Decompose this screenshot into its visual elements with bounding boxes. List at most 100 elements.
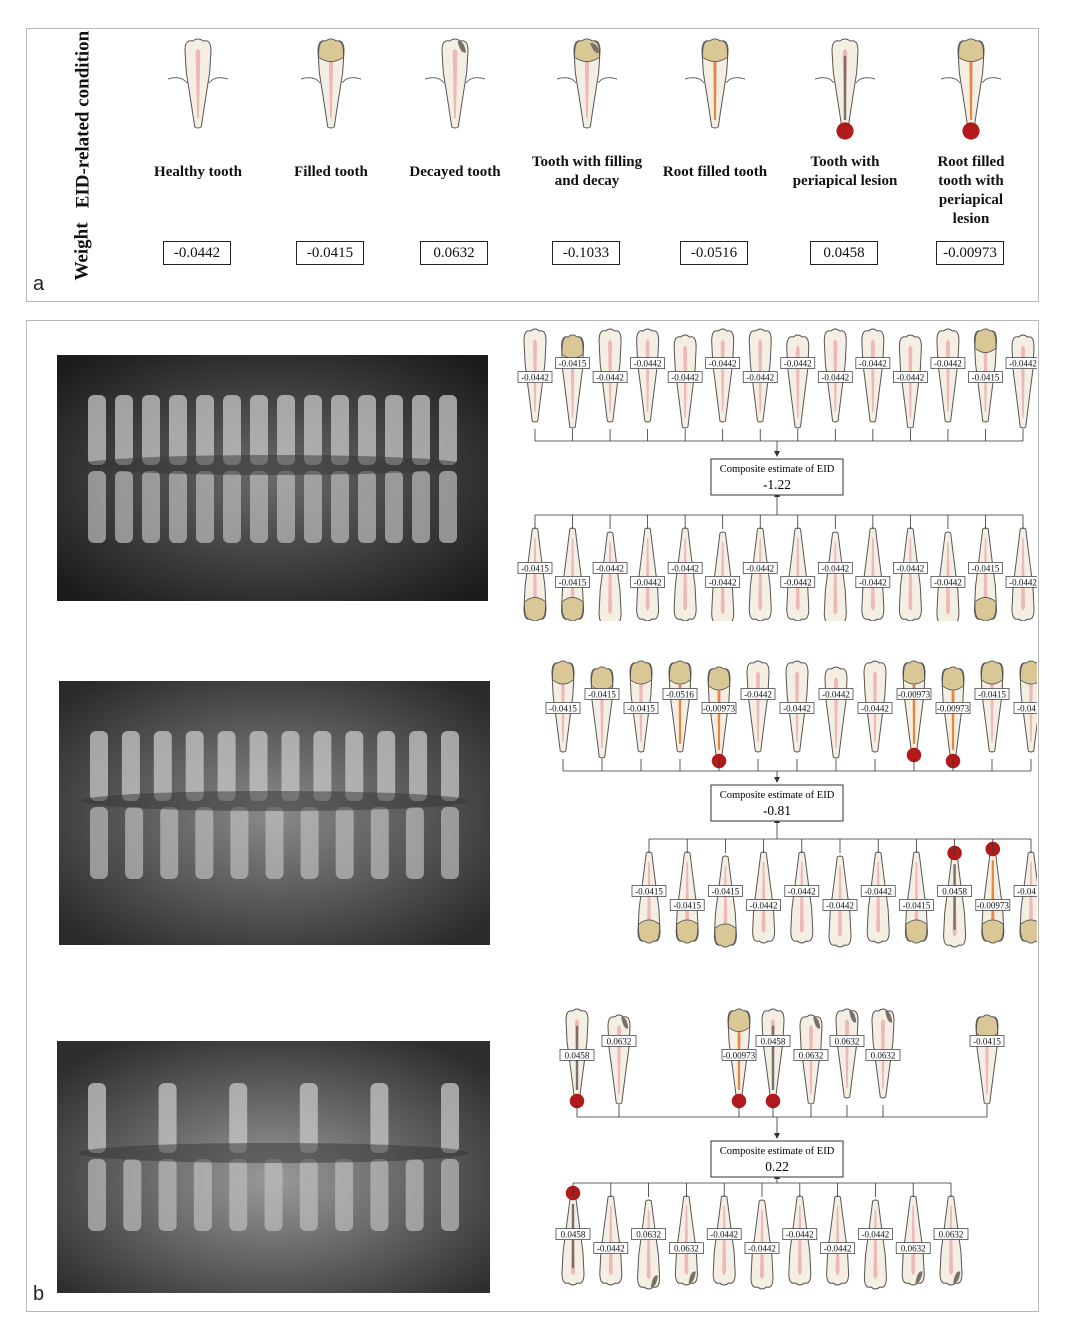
- tooth-decayed-icon: [902, 1196, 924, 1285]
- tooth-filled-icon: [976, 1015, 998, 1104]
- composite-estimate-value: -0.81: [763, 803, 791, 818]
- tooth-weight-label: -0.0442: [897, 563, 925, 573]
- tooth-weight-label: -0.0415: [549, 704, 577, 714]
- tooth-weight-label: -0.0442: [596, 563, 624, 573]
- tooth-weight-label: -0.0442: [784, 577, 812, 587]
- composite-estimate-box: Composite estimate of EID -1.22: [711, 459, 843, 495]
- tooth-weight-label: -0.00973: [977, 901, 1010, 911]
- tooth-weight-label: -0.0442: [746, 563, 774, 573]
- tooth-weight-label: -0.0442: [748, 1244, 776, 1254]
- tooth-weight-label: -0.0442: [859, 359, 887, 369]
- tooth-filled-icon: [1020, 852, 1037, 943]
- tooth-filled-icon: [981, 661, 1003, 752]
- tooth-healthy-icon: [712, 329, 734, 422]
- composite-estimate-title: Composite estimate of EID: [720, 464, 835, 475]
- tooth-healthy-icon: [747, 661, 769, 752]
- composite-estimate-value: 0.22: [765, 1159, 789, 1174]
- condition-label: Root filled tooth: [650, 163, 780, 182]
- tooth-healthy-icon: [862, 329, 884, 422]
- tooth-weight-label: 0.0632: [871, 1050, 896, 1060]
- tooth-healthy-icon: [791, 852, 813, 943]
- tooth-weight-label: -0.0442: [862, 1230, 890, 1240]
- tooth-weight-label: -0.0442: [859, 577, 887, 587]
- condition-label: Root filled tooth with periapical lesion: [926, 153, 1016, 229]
- root-filled-lesion-tooth-icon: [936, 35, 1006, 155]
- composite-estimate-title: Composite estimate of EID: [720, 1146, 835, 1157]
- tooth-healthy-icon: [937, 329, 959, 422]
- weight-value-box: -0.0415: [296, 241, 364, 265]
- row-header-condition-text: EID-related condition: [73, 31, 94, 209]
- tooth-weight-label: -0.0415: [973, 1036, 1001, 1046]
- condition-label: Filled tooth: [266, 163, 396, 182]
- tooth-weight-label: -0.0442: [709, 359, 737, 369]
- tooth-weight-label: -0.0442: [784, 359, 812, 369]
- xray-case-2: [59, 681, 490, 945]
- tooth-weight-label: -0.0442: [597, 1244, 625, 1254]
- tooth-filled-icon: [638, 852, 660, 943]
- tooth-healthy-icon: [1012, 528, 1034, 621]
- tooth-healthy-icon: [825, 667, 847, 758]
- tooth-healthy-icon: [899, 528, 921, 621]
- tooth-filled-icon: [905, 852, 927, 943]
- tooth-weight-label: -0.00973: [723, 1050, 756, 1060]
- tooth-rootfilled-icon: [702, 39, 728, 128]
- tooth-weight-label: -0.0442: [744, 690, 772, 700]
- tooth-healthy-icon: [185, 39, 211, 128]
- tooth-filled-icon: [562, 528, 584, 621]
- tooth-weight-label: -0.0442: [897, 373, 925, 383]
- tooth-rootfilled-icon: [669, 661, 691, 752]
- tooth-weight-label: -0.0442: [710, 1230, 738, 1240]
- tooth-weight-label: -0.0415: [978, 690, 1006, 700]
- tooth-weight-label: -0.0442: [709, 577, 737, 587]
- tooth-healthy-icon: [600, 1196, 622, 1285]
- tooth-weight-label: -0.0442: [596, 373, 624, 383]
- weight-value-box: 0.0458: [810, 241, 878, 265]
- tooth-healthy-icon: [787, 335, 809, 428]
- tooth-healthy-icon: [789, 1196, 811, 1285]
- tooth-weight-label: -0.0442: [1009, 577, 1037, 587]
- eid-diagram-case-1: -0.0442 -0.0415 -0.0442 -0.0442 -0.0442 -0.04…: [507, 321, 1037, 621]
- tooth-healthy-icon: [862, 528, 884, 621]
- composite-estimate-box: Composite estimate of EID 0.22: [711, 1141, 843, 1177]
- tooth-weight-label: -0.00973: [703, 704, 736, 714]
- tooth-weight-label: -0.0415: [588, 690, 616, 700]
- healthy-tooth-icon: [163, 35, 233, 155]
- tooth-weight-label: 0.0458: [942, 887, 967, 897]
- tooth-filled-icon: [562, 335, 584, 428]
- panoramic-xray-3: [57, 1041, 490, 1293]
- tooth-weight-label: 0.0632: [835, 1036, 860, 1046]
- tooth-weight-label: -0.0415: [559, 359, 587, 369]
- tooth-weight-label: -0.0442: [783, 704, 811, 714]
- panel-a-letter: a: [33, 273, 44, 296]
- tooth-healthy-icon: [637, 528, 659, 621]
- panel-a: EID-related condition Weight Healthy too…: [26, 28, 1039, 302]
- root-filled-tooth-icon: [680, 35, 750, 155]
- tooth-weight-label: 0.0632: [636, 1230, 661, 1240]
- tooth-weight-label: -0.0415: [712, 887, 740, 897]
- tooth-weight-label: -0.0442: [821, 563, 849, 573]
- tooth-decayed-icon: [608, 1015, 630, 1104]
- weight-value-box: -0.0442: [163, 241, 231, 265]
- tooth-weight-label: -0.00973: [898, 690, 931, 700]
- eid-diagram-case-3: 0.04580.0632-0.009730.04580.06320.06320.…: [507, 1001, 1037, 1301]
- condition-label: Tooth with periapical lesion: [785, 153, 905, 191]
- tooth-healthy-icon: [637, 329, 659, 422]
- tooth-filled-icon: [676, 852, 698, 943]
- tooth-filled-icon: [524, 528, 546, 621]
- tooth-healthy-icon: [713, 1196, 735, 1285]
- tooth-weight-label: -0.0415: [903, 901, 931, 911]
- composite-estimate-value: -1.22: [763, 477, 791, 492]
- weight-value-box: -0.00973: [936, 241, 1004, 265]
- lower-arch: 0.0458-0.04420.06320.0632-0.0442-0.0442-…: [556, 1183, 968, 1289]
- row-header-weight: Weight: [72, 207, 93, 297]
- tooth-lesion-icon: [832, 39, 858, 140]
- tooth-weight-label: -0.0415: [1017, 704, 1037, 714]
- tooth-weight-label: 0.0632: [939, 1230, 964, 1240]
- tooth-weight-label: -0.0442: [934, 577, 962, 587]
- tooth-weight-label: 0.0632: [901, 1244, 926, 1254]
- lower-arch: -0.0415-0.0415-0.0442-0.0442-0.0442-0.04…: [518, 515, 1037, 621]
- tooth-lesion-icon: [762, 1009, 784, 1108]
- tooth-filled-icon: [591, 667, 613, 758]
- tooth-weight-label: -0.0442: [826, 901, 854, 911]
- tooth-weight-label: -0.0442: [861, 704, 889, 714]
